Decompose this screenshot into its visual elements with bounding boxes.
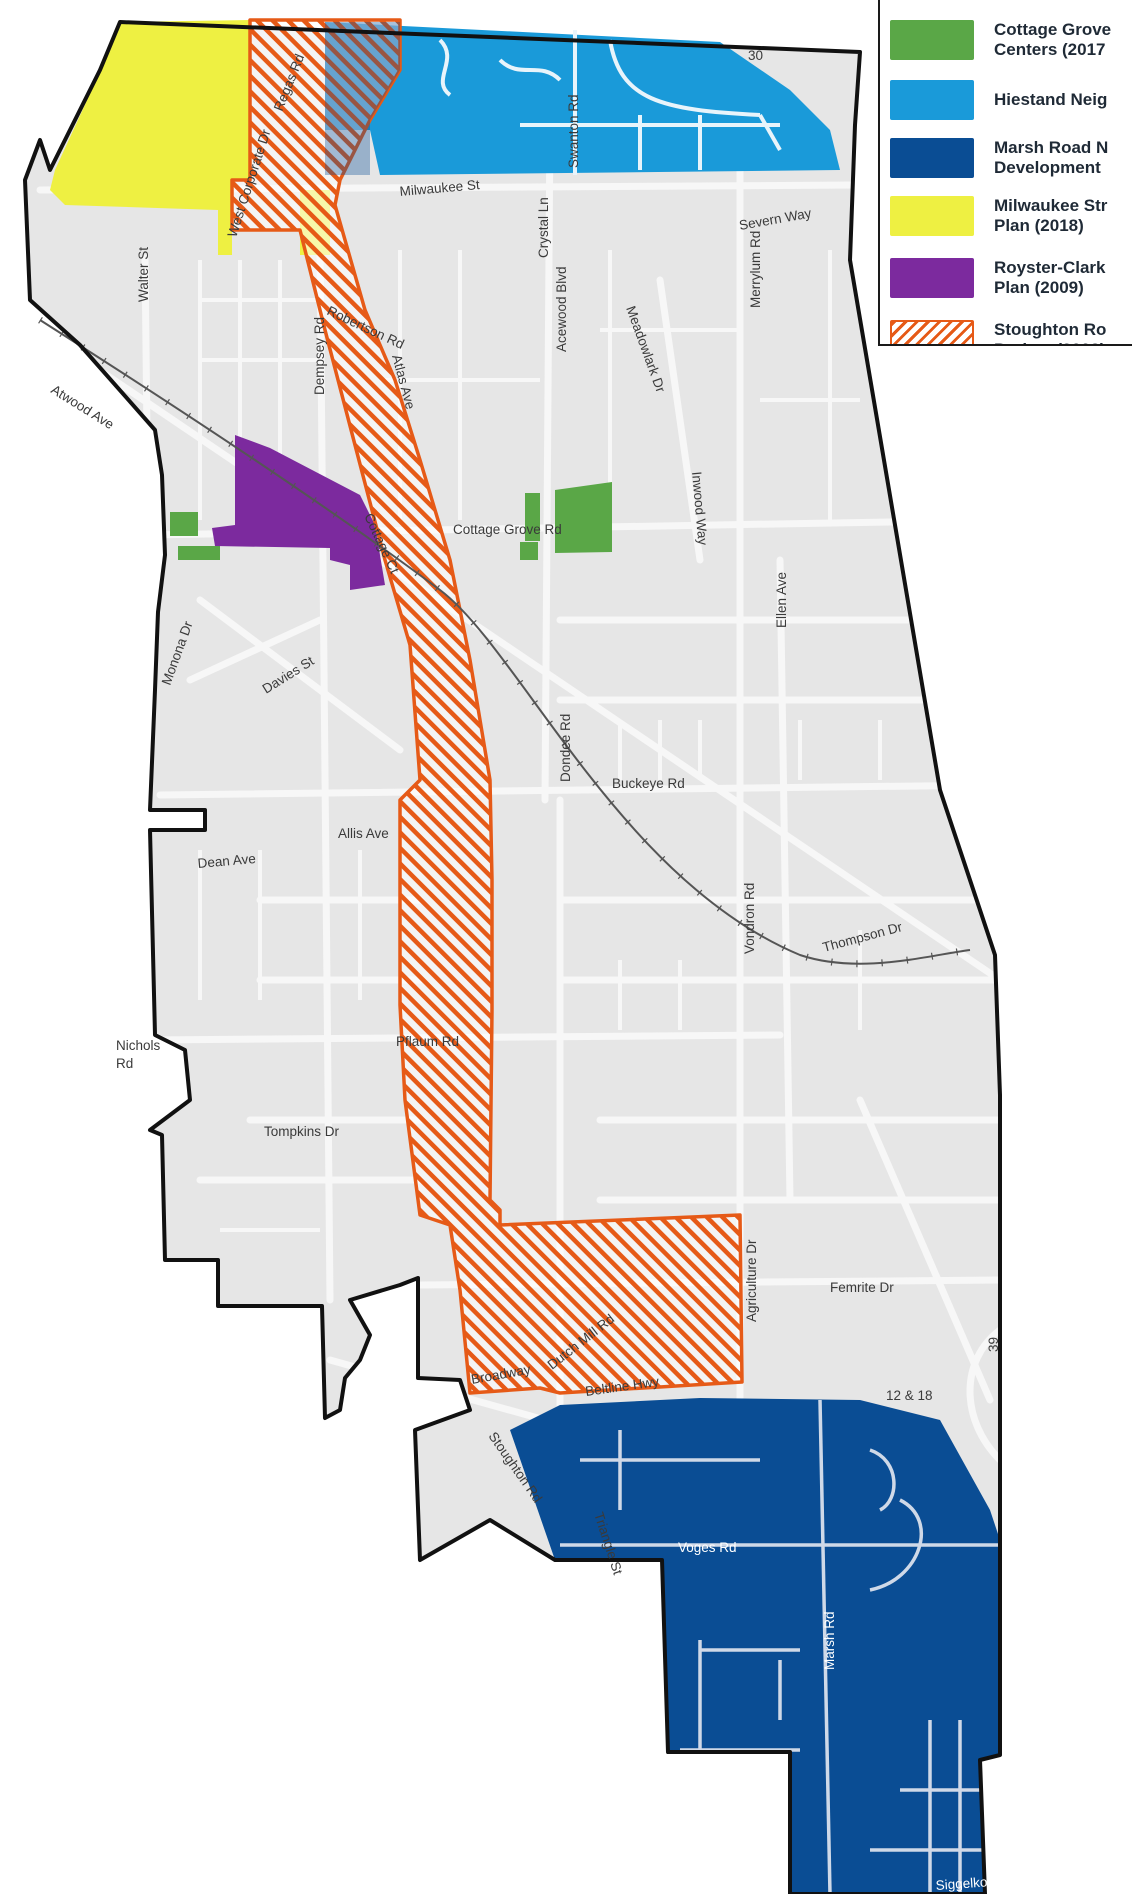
road-label-hwy30: 30 [748, 48, 763, 63]
legend-label: Marsh Road N Development [994, 138, 1109, 177]
road-label-dean: Dean Ave [197, 851, 256, 871]
road-label-dondee: Dondee Rd [558, 714, 573, 782]
legend-item-royster-clark: Royster-Clark Plan (2009) [890, 258, 1106, 298]
road-label-merrylum: Merrylum Rd [748, 231, 763, 308]
city-boundary [23, 20, 1002, 1894]
road-label-cottage-grove-rd: Cottage Grove Rd [453, 522, 562, 537]
road-label-dempsey: Dempsey Rd [312, 317, 327, 395]
legend-label: Hiestand Neig [994, 90, 1108, 109]
road-label-crystal: Crystal Ln [536, 197, 551, 258]
road-label-milwaukee: Milwaukee St [399, 177, 481, 199]
legend-item-cottage-grove: Cottage Grove Centers (2017 [890, 20, 1111, 60]
legend-swatch-light-blue [890, 80, 974, 120]
road-label-hwy39: 39 [986, 1337, 1001, 1352]
legend-label: Milwaukee Str Plan (2018) [994, 196, 1108, 235]
road-label-buckeye: Buckeye Rd [612, 776, 685, 791]
road-label-nichols-1: Nichols [116, 1038, 161, 1053]
road-label-marsh: Marsh Rd [822, 1611, 837, 1670]
legend-swatch-yellow [890, 196, 974, 236]
road-label-allis: Allis Ave [338, 826, 389, 841]
hiestand-neighborhood-area [325, 22, 840, 175]
road-label-nichols-2: Rd [116, 1056, 133, 1071]
marsh-road-streets [560, 1399, 1000, 1894]
stoughton-road-project-area [230, 18, 744, 1395]
road-label-femrite: Femrite Dr [830, 1280, 894, 1295]
railroad-line [38, 317, 971, 968]
map-legend: Cottage Grove Centers (2017 Hiestand Nei… [878, 0, 1132, 346]
road-label-ellen: Ellen Ave [774, 572, 789, 628]
legend-label: Stoughton Ro Project (2008) [994, 320, 1107, 344]
marsh-road-development-area [510, 1398, 1000, 1894]
legend-label: Cottage Grove Centers (2017 [994, 20, 1112, 59]
road-label-tompkins: Tompkins Dr [264, 1124, 340, 1139]
legend-item-marsh-road: Marsh Road N Development [890, 138, 1108, 178]
road-label-vondron: Vondron Rd [742, 883, 757, 954]
legend-item-milwaukee: Milwaukee Str Plan (2018) [890, 196, 1107, 236]
legend-swatch-hatch [890, 320, 974, 344]
road-label-acewood: Acewood Blvd [554, 266, 569, 352]
road-label-pflaum: Pflaum Rd [396, 1034, 459, 1049]
road-label-siggelkow: Siggelkow Rd [935, 1872, 1018, 1893]
cottage-grove-centers-area [170, 482, 612, 560]
hiestand-streets [438, 30, 782, 175]
stoughton-hiestand-overlap [325, 22, 400, 175]
road-label-atwood: Atwood Ave [48, 382, 116, 432]
road-label-hwy12-18: 12 & 18 [886, 1388, 933, 1403]
road-label-voges: Voges Rd [678, 1540, 737, 1555]
legend-item-stoughton: Stoughton Ro Project (2008) [890, 320, 1107, 344]
minor-streets [198, 250, 882, 1232]
legend-label: Royster-Clark Plan (2009) [994, 258, 1106, 297]
legend-swatch-green [890, 20, 974, 60]
legend-item-hiestand: Hiestand Neig [890, 80, 1107, 120]
milwaukee-street-plan-area [50, 20, 250, 255]
road-label-inwood: Inwood Way [689, 471, 710, 546]
royster-clark-plan-area [212, 435, 385, 590]
road-label-walter: Walter St [136, 247, 151, 302]
legend-swatch-purple [890, 258, 974, 298]
legend-swatch-dark-blue [890, 138, 974, 178]
road-label-agriculture: Agriculture Dr [744, 1239, 759, 1322]
road-label-swanton: Swanton Rd [566, 94, 581, 168]
